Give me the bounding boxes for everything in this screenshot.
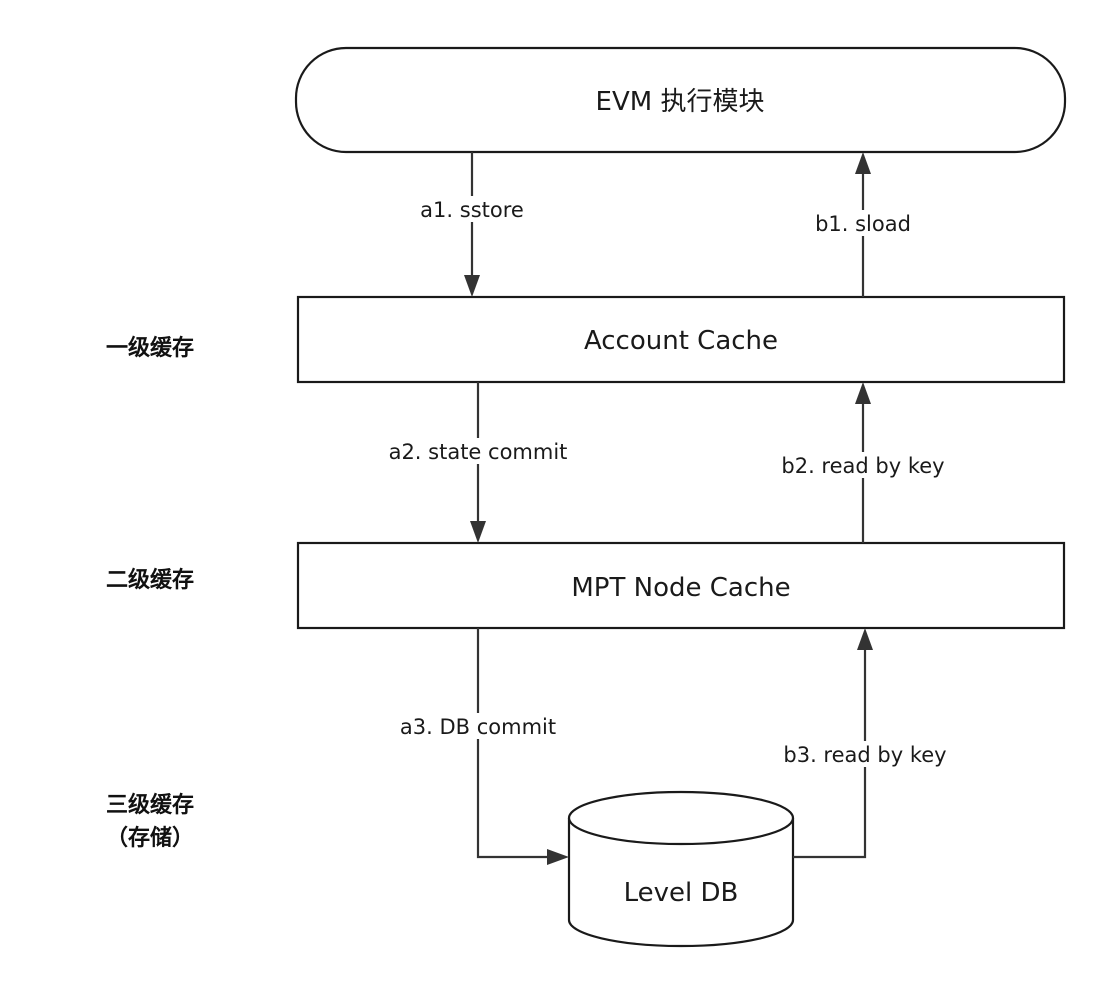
level-db-body [567, 818, 795, 948]
level-1-label: 一级缓存 [106, 335, 194, 361]
account-cache-node [296, 295, 1066, 384]
edge-b1-arrowhead [855, 152, 871, 174]
edge-a3-label: a3. DB commit [400, 715, 556, 739]
mpt-node-cache-label: MPT Node Cache [571, 573, 790, 603]
level-3-label: 三级缓存 [106, 792, 194, 818]
level-db-label: Level DB [624, 878, 739, 908]
edge-a2-arrowhead [470, 521, 486, 543]
level-db-node [567, 790, 795, 948]
evm-node-label: EVM 执行模块 [596, 87, 765, 117]
edge-a2-label: a2. state commit [389, 440, 568, 464]
edge-b3-arrowhead [857, 628, 873, 650]
evm-node [294, 46, 1067, 154]
level-3-sublabel: （存储） [106, 825, 194, 851]
edge-b2-label: b2. read by key [781, 454, 944, 478]
edge-b1-label: b1. sload [815, 212, 911, 236]
edge-b2-arrowhead [855, 382, 871, 404]
edge-a1-label: a1. sstore [420, 198, 524, 222]
mpt-node-cache-node [296, 541, 1066, 630]
edge-a3-line [476, 628, 550, 859]
edge-a1-arrowhead [464, 275, 480, 297]
edge-b3-label: b3. read by key [783, 743, 946, 767]
edge-a3-arrowhead [547, 849, 569, 865]
level-db-top [567, 790, 795, 846]
edge-b3-line [793, 644, 867, 859]
account-cache-label: Account Cache [584, 326, 778, 356]
level-2-label: 二级缓存 [106, 567, 194, 593]
